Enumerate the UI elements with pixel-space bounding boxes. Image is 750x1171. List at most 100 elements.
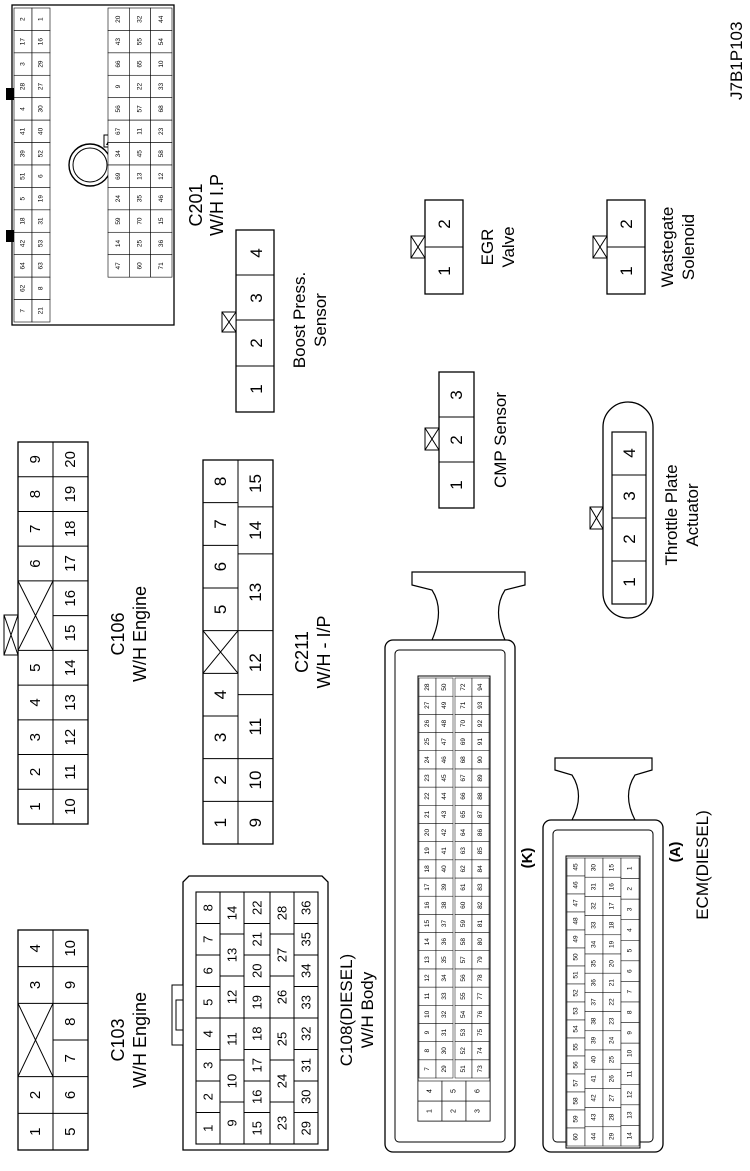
c201-pin-21: 21 bbox=[38, 307, 45, 315]
c106-pin-13: 13 bbox=[62, 694, 79, 711]
c106-pin-10: 10 bbox=[62, 798, 79, 815]
c211-pin-9: 9 bbox=[246, 818, 265, 827]
wastegate-connector: 2 1 bbox=[592, 199, 646, 295]
ecm-k-pin-80: 80 bbox=[477, 938, 484, 946]
c108-pin-3: 3 bbox=[201, 1062, 216, 1069]
c106-pin-4: 4 bbox=[27, 698, 44, 706]
c108-pin-11: 11 bbox=[225, 1032, 240, 1046]
ecm-a-pin-52: 52 bbox=[573, 989, 580, 997]
ecm-k-pin-69: 69 bbox=[460, 738, 467, 746]
ecm-k-pin-21: 21 bbox=[424, 810, 431, 818]
ecm-a-pin-35: 35 bbox=[591, 960, 598, 968]
ecm-a-pin-1: 1 bbox=[627, 866, 634, 870]
ecm-a-pin-56: 56 bbox=[573, 1061, 580, 1069]
ecm-k-pin-31: 31 bbox=[441, 1029, 448, 1037]
c108-pin-4: 4 bbox=[201, 1030, 216, 1037]
ecm-a-pin-37: 37 bbox=[591, 998, 598, 1006]
ecm-a-pin-43: 43 bbox=[591, 1113, 598, 1121]
c201-pin-30: 30 bbox=[38, 105, 45, 113]
ecm-k-pin-13: 13 bbox=[424, 956, 431, 964]
c103-pin-5: 5 bbox=[62, 1127, 79, 1135]
c201-pin-3: 3 bbox=[20, 62, 27, 66]
c201-pin-5: 5 bbox=[20, 196, 27, 200]
boost-pin-3: 3 bbox=[247, 293, 266, 302]
c201-pin-67: 67 bbox=[115, 127, 122, 135]
c201-pin-36: 36 bbox=[158, 240, 165, 248]
ecm-a-pin-16: 16 bbox=[609, 883, 616, 891]
c103-pin-10: 10 bbox=[62, 940, 79, 957]
ecm-a-pin-53: 53 bbox=[573, 1007, 580, 1015]
ecm-a-pin-22: 22 bbox=[609, 998, 616, 1006]
ecm-a-pin-4: 4 bbox=[627, 928, 634, 932]
ecm-k-pin-73: 73 bbox=[477, 1065, 484, 1073]
c201-pin-24: 24 bbox=[115, 195, 122, 203]
ecm-a-pin-45: 45 bbox=[573, 863, 580, 871]
ecm-k-pin-70: 70 bbox=[460, 719, 467, 727]
ecm-a-pin-50: 50 bbox=[573, 953, 580, 961]
c108-pin-15: 15 bbox=[250, 1121, 265, 1135]
c108-pin-9: 9 bbox=[225, 1119, 240, 1126]
c106-pin-17: 17 bbox=[62, 555, 79, 572]
c108-pin-20: 20 bbox=[250, 964, 265, 978]
c108-sub: W/H Body bbox=[358, 971, 377, 1048]
ecm-k-pin-94: 94 bbox=[477, 683, 484, 691]
c106-pin-1: 1 bbox=[27, 802, 44, 810]
c108-pin-16: 16 bbox=[250, 1090, 265, 1104]
c211-pin-10: 10 bbox=[246, 771, 265, 790]
c106-pin-7: 7 bbox=[27, 525, 44, 533]
throttle-pin-4: 4 bbox=[620, 448, 639, 457]
c108-pin-10: 10 bbox=[225, 1074, 240, 1088]
ecm-a-pin-41: 41 bbox=[591, 1075, 598, 1083]
wastegate-name: Wastegate bbox=[658, 207, 677, 288]
ecm-a-pin-10: 10 bbox=[627, 1049, 634, 1057]
c106-pin-14: 14 bbox=[62, 659, 79, 676]
c201-pin-68: 68 bbox=[158, 105, 165, 113]
c201-pin-45: 45 bbox=[137, 150, 144, 158]
c201-pin-51: 51 bbox=[20, 172, 27, 180]
ecm-k-pin-50: 50 bbox=[441, 683, 448, 691]
ecm-a-pin-3: 3 bbox=[627, 907, 634, 911]
c201-pin-6: 6 bbox=[38, 174, 45, 178]
egr-sub: Valve bbox=[499, 226, 518, 267]
c201-pin-56: 56 bbox=[115, 105, 122, 113]
c201-pin-43: 43 bbox=[115, 38, 122, 46]
ecm-a-pin-18: 18 bbox=[609, 921, 616, 929]
c108-pin-25: 25 bbox=[275, 1032, 290, 1046]
c201-pin-11: 11 bbox=[137, 128, 144, 135]
ecm-k-pin-63: 63 bbox=[460, 847, 467, 855]
wastegate-pin-2: 2 bbox=[617, 219, 636, 228]
throttle-actuator-connector: 4 3 2 1 bbox=[589, 401, 654, 619]
ecm-a-pin-23: 23 bbox=[609, 1017, 616, 1025]
ecm-a-pin-42: 42 bbox=[591, 1094, 598, 1102]
ecm-k-pin-46: 46 bbox=[441, 756, 448, 764]
c108-pin-12: 12 bbox=[225, 990, 240, 1004]
ecm-k-pin-6: 6 bbox=[475, 1089, 482, 1093]
throttle-sub: Actuator bbox=[683, 483, 702, 547]
ecm-k-pin-17: 17 bbox=[424, 883, 431, 891]
ecm-k-pin-22: 22 bbox=[424, 792, 431, 800]
ecm-a-pin-21: 21 bbox=[609, 979, 616, 987]
throttle-pin-3: 3 bbox=[620, 491, 639, 500]
ecm-a-pin-48: 48 bbox=[573, 917, 580, 925]
ecm-k-pin-60: 60 bbox=[460, 901, 467, 909]
c108-pin-17: 17 bbox=[250, 1058, 265, 1072]
c201-sub: W/H I.P bbox=[207, 174, 227, 236]
ecm-a-pin-34: 34 bbox=[591, 940, 598, 948]
ecm-name: ECM(DIESEL) bbox=[693, 810, 712, 920]
ecm-k-pin-67: 67 bbox=[460, 774, 467, 782]
ecm-k-pin-59: 59 bbox=[460, 919, 467, 927]
c211-blank-x bbox=[202, 630, 239, 674]
ecm-a-pin-14: 14 bbox=[627, 1132, 634, 1140]
ecm-a-pin-8: 8 bbox=[627, 1010, 634, 1014]
c106-pin-8: 8 bbox=[27, 490, 44, 498]
c106-pin-2: 2 bbox=[27, 768, 44, 776]
c201-pin-8: 8 bbox=[38, 286, 45, 290]
c201-pin-9: 9 bbox=[115, 84, 122, 88]
c103-blank-x bbox=[17, 1003, 54, 1077]
ecm-a-pin-58: 58 bbox=[573, 1097, 580, 1105]
c201-pin-39: 39 bbox=[20, 150, 27, 158]
